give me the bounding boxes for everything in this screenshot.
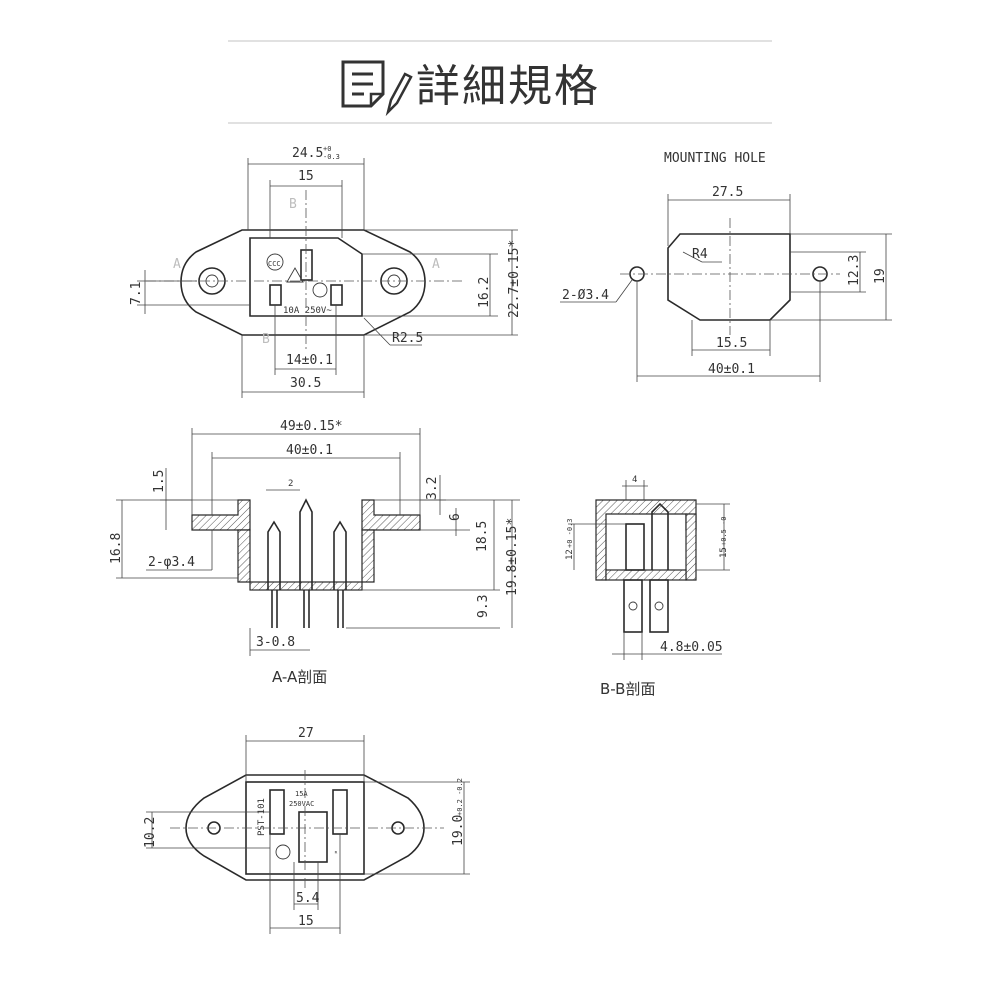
flange-bottom [185, 774, 425, 881]
dim-left-bb: 12 [565, 549, 575, 560]
pin-left [267, 520, 281, 590]
base-plate [249, 581, 363, 591]
rating-current: 15A [295, 790, 308, 798]
dim-body-total: 19.8±0.15* [505, 518, 520, 596]
section-label-a-right: A [432, 257, 440, 272]
rating-label: 10A 250V~ [283, 306, 332, 316]
dim-top-bottom: 27 [298, 726, 314, 741]
slot-right [332, 789, 348, 835]
ul-mark-icon: ᴿ [334, 850, 338, 858]
wall-right [361, 529, 375, 583]
pin-bb-left [625, 523, 645, 571]
dim-right-bb: 15 [719, 547, 729, 558]
cutout-outline [667, 233, 791, 321]
tol: +0 -0.3 [566, 518, 574, 548]
dim-inner-top: 15 [298, 169, 314, 184]
dim-height-inner: 16.2 [477, 277, 492, 308]
model-label: PST-101 [257, 798, 267, 836]
bottom-view: PST-101 15A 250VAC ᴿ 27 19.0 +0.2 -0.2 1… [143, 726, 470, 934]
page-title: 詳細規格 [416, 61, 600, 112]
dim-top: 3.2 [425, 477, 440, 500]
top-view: CCC 10A 250V~ A A B B 24.5 +0 -0.3 15 7.… [129, 145, 522, 398]
section-label-a-left: A [173, 257, 181, 272]
section-bb-view: 4 12 +0 -0.3 15 +0.5 -0 4.8±0.05 B-B剖面 [565, 475, 730, 698]
section-aa-view: 49±0.15* 40±0.1 1.5 2 3.2 6 18.5 19.8±0.… [109, 419, 520, 686]
tab-hole [628, 601, 638, 611]
dim-right-bottom: 19.0 [451, 815, 466, 846]
slot-center [298, 811, 328, 863]
tab-bb-right [649, 579, 669, 633]
flange-right [361, 499, 421, 531]
section-aa-caption: A-A剖面 [272, 668, 327, 686]
wall-left [237, 529, 251, 583]
tol: +0.2 -0.2 [456, 778, 464, 816]
pin-earth [300, 249, 313, 281]
slot-left [269, 789, 285, 835]
leader-line [615, 279, 633, 303]
dim-pin-thk: 3-0.8 [256, 635, 295, 650]
dim-height-outer: 19 [873, 268, 888, 284]
dim-pin-len: 9.3 [476, 595, 491, 618]
dim-overall-top: 24.5 [292, 146, 323, 161]
dim-body: 18.5 [475, 521, 490, 552]
section-label-b-top: B [289, 197, 297, 212]
dim-top-bb: 4 [632, 475, 637, 485]
dim-flange: 1.5 [152, 470, 167, 493]
ccc-mark-text: CCC [268, 260, 281, 268]
dim-left-height: 16.8 [109, 533, 124, 564]
mounting-hole-view: MOUNTING HOLE 27.5 R4 12.3 19 2-Ø3.4 15.… [560, 151, 892, 382]
tol: +0.5 -0 [720, 516, 728, 546]
earth-symbol-icon [275, 844, 291, 860]
rating-voltage: 250VAC [289, 800, 314, 808]
pin-right [333, 520, 347, 590]
dim-radius-r4: R4 [692, 247, 708, 262]
dim-holes-dia: 2-φ3.4 [148, 555, 195, 570]
pin-center [299, 498, 313, 590]
section-label-b-bottom: B [262, 332, 270, 347]
dim-height-inner: 12.3 [847, 255, 862, 286]
leader-line [682, 251, 703, 263]
dim-pin-span: 14±0.1 [286, 353, 333, 368]
dim-width-top: 27.5 [712, 185, 743, 200]
dim-slot: 5.4 [296, 891, 320, 906]
dim-holes: 40±0.1 [286, 443, 333, 458]
flange-left [191, 499, 251, 531]
dim-overall: 49±0.15* [280, 419, 343, 434]
pin-line [269, 284, 282, 306]
document-pen-icon [341, 60, 413, 117]
housing-bb [595, 499, 697, 581]
mounting-hole-title: MOUNTING HOLE [664, 151, 766, 166]
dim-bottom: 15 [298, 914, 314, 929]
leader-line [363, 317, 391, 346]
earth-symbol-icon [312, 282, 328, 298]
dim-outer-width: 30.5 [290, 376, 321, 391]
warning-triangle-icon [286, 267, 304, 283]
dim-left-bottom: 10.2 [143, 817, 158, 848]
dim-holes: 2-Ø3.4 [562, 288, 609, 303]
pin-neutral [330, 284, 343, 306]
tol: +0 [323, 145, 331, 153]
dim-hole-span: 40±0.1 [708, 362, 755, 377]
dim-height-outer: 22.7±0.15* [507, 240, 522, 318]
body-outline [249, 237, 363, 317]
header: 詳細規格 [228, 40, 772, 124]
dim-left-height: 7.1 [129, 282, 144, 305]
pin-bb-right [651, 502, 669, 570]
tol: -0.3 [323, 153, 340, 161]
ccc-mark-icon [266, 253, 284, 271]
wall-bb-right [685, 513, 697, 581]
dim-width-bottom: 15.5 [716, 336, 747, 351]
base-bb [605, 569, 687, 581]
dim-tab-bb: 4.8±0.05 [660, 640, 723, 655]
section-bb-caption: B-B剖面 [600, 680, 655, 698]
dim-pin-width: 2 [288, 479, 293, 489]
tab-hole [654, 601, 664, 611]
tab-bb-left [623, 579, 643, 633]
dim-radius: R2.5 [392, 331, 423, 346]
dim-six: 6 [448, 513, 463, 521]
